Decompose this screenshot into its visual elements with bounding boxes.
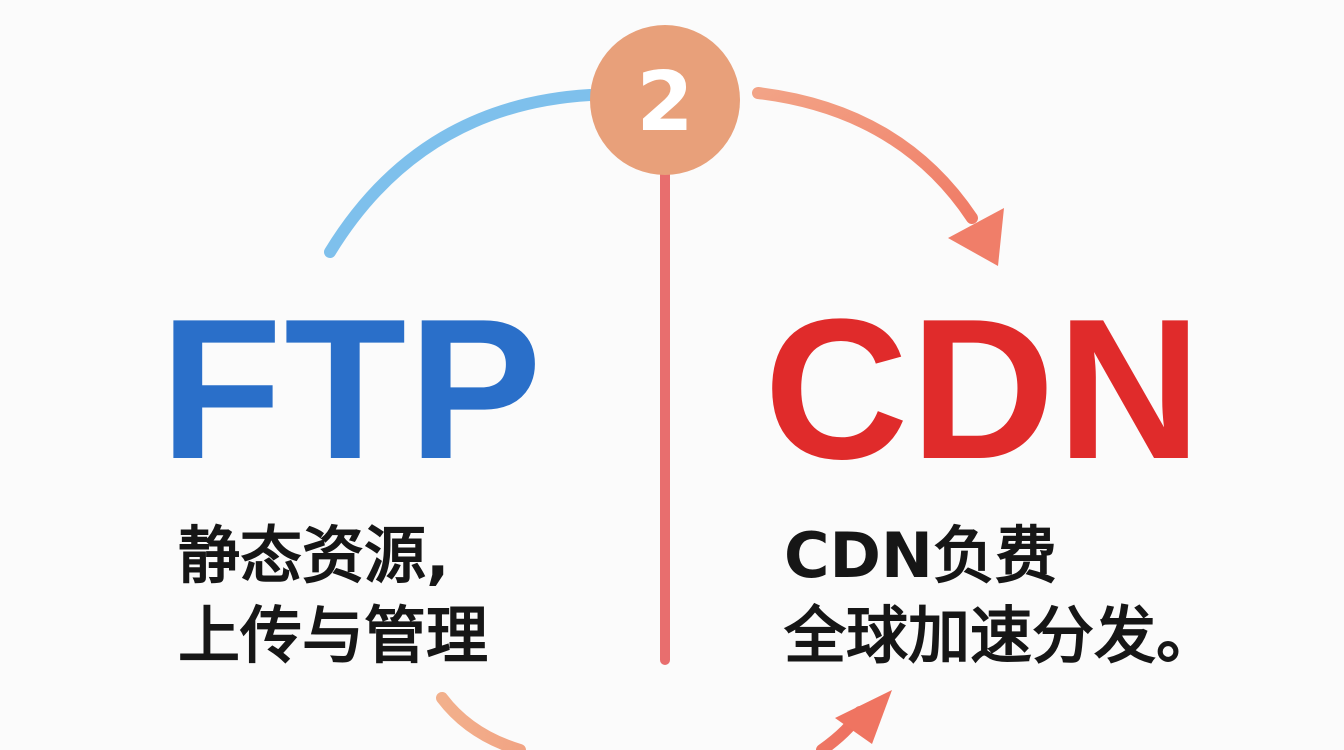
top-right-arrow-icon [948, 208, 1004, 266]
ftp-title: FTP [160, 278, 544, 501]
cdn-description: CDN负费 全球加速分发。 [784, 516, 1218, 676]
bottom-arc [436, 692, 866, 750]
step-number: 2 [636, 55, 693, 150]
top-right-arc [752, 87, 978, 224]
cdn-description-line-1: CDN负费 [784, 519, 1057, 592]
ftp-description: 静态资源, 上传与管理 [178, 516, 488, 676]
left-arc [324, 89, 596, 258]
ftp-description-line-1: 静态资源, [178, 519, 450, 592]
step-badge [590, 25, 740, 175]
cdn-description-line-2: 全球加速分发。 [784, 599, 1219, 672]
ftp-description-line-2: 上传与管理 [178, 599, 489, 672]
bottom-arrow-icon [835, 690, 892, 744]
cdn-title: CDN [764, 278, 1204, 501]
